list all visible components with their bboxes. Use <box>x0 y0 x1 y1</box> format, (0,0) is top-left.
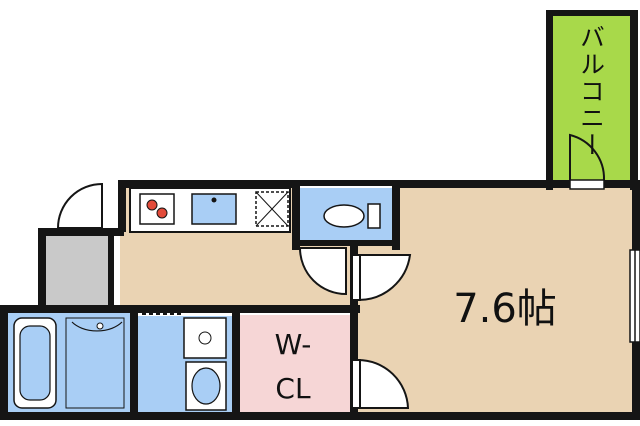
fridge-space <box>255 191 289 227</box>
balcony-label: バルコニー <box>577 24 606 159</box>
walk-in-closet <box>238 315 352 414</box>
washer-space <box>183 317 227 359</box>
window-right <box>629 249 640 343</box>
closet-door <box>351 358 410 409</box>
toilet-fixture <box>323 203 381 229</box>
toilet-door <box>298 247 347 296</box>
room-door <box>351 254 412 302</box>
living-room-floor <box>355 188 632 414</box>
balcony-area <box>552 16 630 188</box>
closet-label-line1: W- <box>275 328 312 361</box>
bathtub <box>13 317 57 409</box>
balcony-door <box>569 133 606 181</box>
entrance-door <box>56 182 103 229</box>
stove <box>139 193 175 225</box>
kitchen-sink <box>191 193 237 225</box>
room-label: 7.6帖 <box>453 286 557 332</box>
washbasin <box>185 361 227 411</box>
closet-label-line2: CL <box>275 372 311 405</box>
entrance-area <box>44 235 110 305</box>
window-balcony <box>569 179 605 190</box>
shower-area <box>65 317 125 409</box>
